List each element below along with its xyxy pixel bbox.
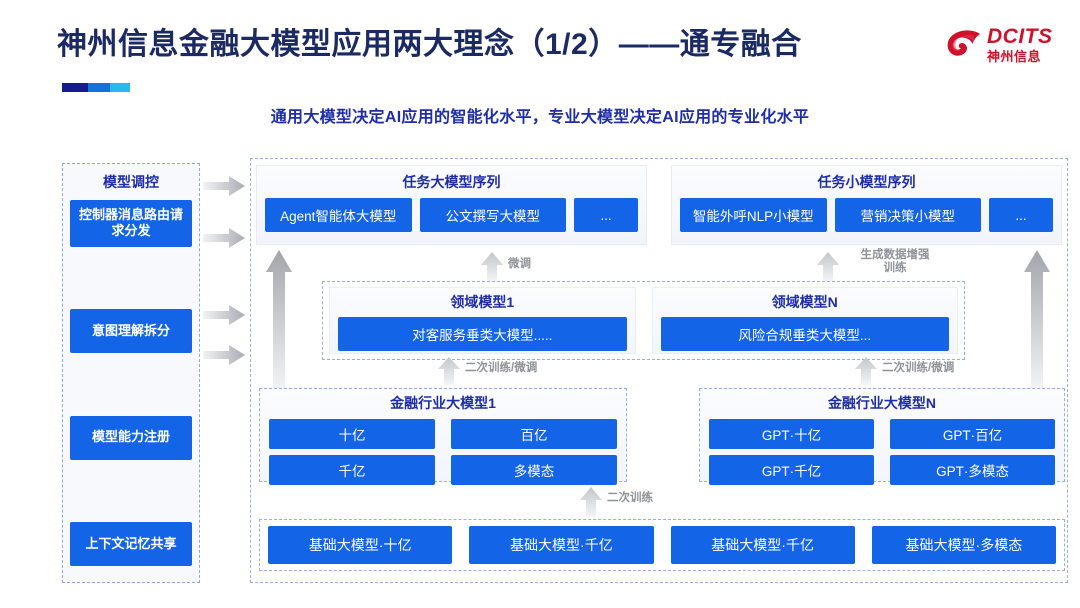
accent-segment-2 [87,83,110,92]
sidebar-item-intent-understanding[interactable]: 意图理解拆分 [70,309,192,353]
arrow-label-data-augment-line2: 训练 [883,262,907,275]
chip-ten-billion[interactable]: 百亿 [451,419,617,449]
arrow-label-data-augment-line1: 生成数据增强 [860,249,930,261]
task-large-model-sequence-panel: 任务大模型序列 Agent智能体大模型 公文撰写大模型 ... [256,165,647,245]
page-title: 神州信息金融大模型应用两大理念（1/2）——通专融合 [57,28,802,61]
chip-base-model-billion[interactable]: 基础大模型·十亿 [268,526,453,564]
chip-gpt-ten-billion[interactable]: GPT·百亿 [890,419,1055,449]
arrow-label-fine-tune: 微调 [508,258,531,270]
chip-more-small-models[interactable]: ... [989,198,1053,232]
sidebar-item-list: 控制器消息路由请求分发 意图理解拆分 模型能力注册 上下文记忆共享 [70,200,192,572]
industry-model-n-panel: 金融行业大模型N GPT·十亿 GPT·百亿 GPT·千亿 GPT·多模态 [699,388,1065,485]
domain-models-band: 领域模型1 对客服务垂类大模型..... 领域模型N 风险合规垂类大模型... [322,281,965,360]
domain-model-1-panel: 领域模型1 对客服务垂类大模型..... [329,287,636,354]
task-small-model-chip-row: 智能外呼NLP小模型 营销决策小模型 ... [680,198,1053,232]
flow-arrow-up-retrain-right [855,357,877,385]
industry-model-n-chip-grid: GPT·十亿 GPT·百亿 GPT·千亿 GPT·多模态 [709,419,1055,485]
accent-segment-3 [109,83,130,92]
industry-model-1-panel: 金融行业大模型1 十亿 百亿 千亿 多模态 [259,388,627,485]
task-large-model-sequence-title: 任务大模型序列 [402,174,501,190]
logo-en-text: DCITS [987,24,1053,48]
page-subtitle: 通用大模型决定AI应用的智能化水平，专业大模型决定AI应用的专业化水平 [270,109,810,126]
industry-model-1-chip-grid: 十亿 百亿 千亿 多模态 [269,419,617,485]
flow-arrow-up-data-augment [817,252,839,282]
company-logo: DCITS 神州信息 [944,18,1066,70]
industry-model-1-title: 金融行业大模型1 [390,395,496,411]
chip-billion[interactable]: 十亿 [269,419,435,449]
flow-arrow-up-fine-tune [481,252,503,282]
arrow-label-data-augment: 生成数据增强 训练 [845,249,945,275]
chip-outbound-nlp-small-model[interactable]: 智能外呼NLP小模型 [680,198,827,232]
logo-wordmark: DCITS 神州信息 [987,26,1053,63]
sidebar-item-controller-routing[interactable]: 控制器消息路由请求分发 [70,200,192,247]
task-large-model-chip-row: Agent智能体大模型 公文撰写大模型 ... [265,198,638,232]
chip-customer-service-vertical-model[interactable]: 对客服务垂类大模型..... [338,317,627,351]
chip-hundred-billion[interactable]: 千亿 [269,455,435,485]
flow-arrow-right-1 [203,176,245,196]
sidebar-title: 模型调控 [103,174,159,190]
industry-model-n-title: 金融行业大模型N [827,395,937,411]
accent-segment-1 [62,83,88,92]
task-small-model-sequence-panel: 任务小模型序列 智能外呼NLP小模型 营销决策小模型 ... [671,165,1062,245]
flow-arrow-right-4 [203,345,245,365]
chip-base-model-multimodal[interactable]: 基础大模型·多模态 [871,526,1056,564]
model-control-sidebar: 模型调控 控制器消息路由请求分发 意图理解拆分 模型能力注册 上下文记忆共享 [62,163,200,583]
domain-model-n-title: 领域模型N [771,294,838,310]
logo-cn-text: 神州信息 [987,48,1042,64]
flow-arrow-up-retrain-left [438,357,460,385]
arrow-label-retrain: 二次训练 [607,492,653,504]
chip-risk-compliance-vertical-model[interactable]: 风险合规垂类大模型... [660,317,949,351]
domain-model-n-panel: 领域模型N 风险合规垂类大模型... [651,287,958,354]
flow-arrow-up-retrain-base [580,487,602,517]
chip-multimodal[interactable]: 多模态 [451,455,617,485]
sidebar-item-context-memory[interactable]: 上下文记忆共享 [70,522,192,566]
task-small-model-sequence-title: 任务小模型序列 [817,174,916,190]
arrow-label-retrain-tune-left: 二次训练/微调 [465,362,538,374]
chip-marketing-decision-small-model[interactable]: 营销决策小模型 [834,198,981,232]
flow-arrow-right-3 [203,305,245,325]
flow-arrow-up-tall-right [1024,250,1050,392]
arrow-label-retrain-tune-right: 二次训练/微调 [882,362,955,374]
dcits-swoosh-icon [947,30,981,56]
chip-base-model-hundred-billion-2[interactable]: 基础大模型·千亿 [670,526,855,564]
chip-gpt-hundred-billion[interactable]: GPT·千亿 [709,455,874,485]
sidebar-item-capability-registry[interactable]: 模型能力注册 [70,415,192,460]
chip-document-writing-large-model[interactable]: 公文撰写大模型 [419,198,566,232]
domain-model-1-title: 领域模型1 [450,294,515,310]
flow-arrow-right-2 [203,228,245,248]
base-models-band: 基础大模型·十亿 基础大模型·千亿 基础大模型·千亿 基础大模型·多模态 [259,519,1065,571]
chip-gpt-billion[interactable]: GPT·十亿 [709,419,874,449]
chip-gpt-multimodal[interactable]: GPT·多模态 [890,455,1055,485]
industry-models-band: 金融行业大模型1 十亿 百亿 千亿 多模态 金融行业大模型N GPT·十亿 GP… [259,388,1065,485]
flow-arrow-up-tall-left [266,250,292,392]
title-accent-bar [62,83,130,92]
chip-more-large-models[interactable]: ... [574,198,638,232]
chip-agent-large-model[interactable]: Agent智能体大模型 [265,198,412,232]
main-architecture-panel [250,158,1068,583]
chip-base-model-hundred-billion-1[interactable]: 基础大模型·千亿 [469,526,654,564]
